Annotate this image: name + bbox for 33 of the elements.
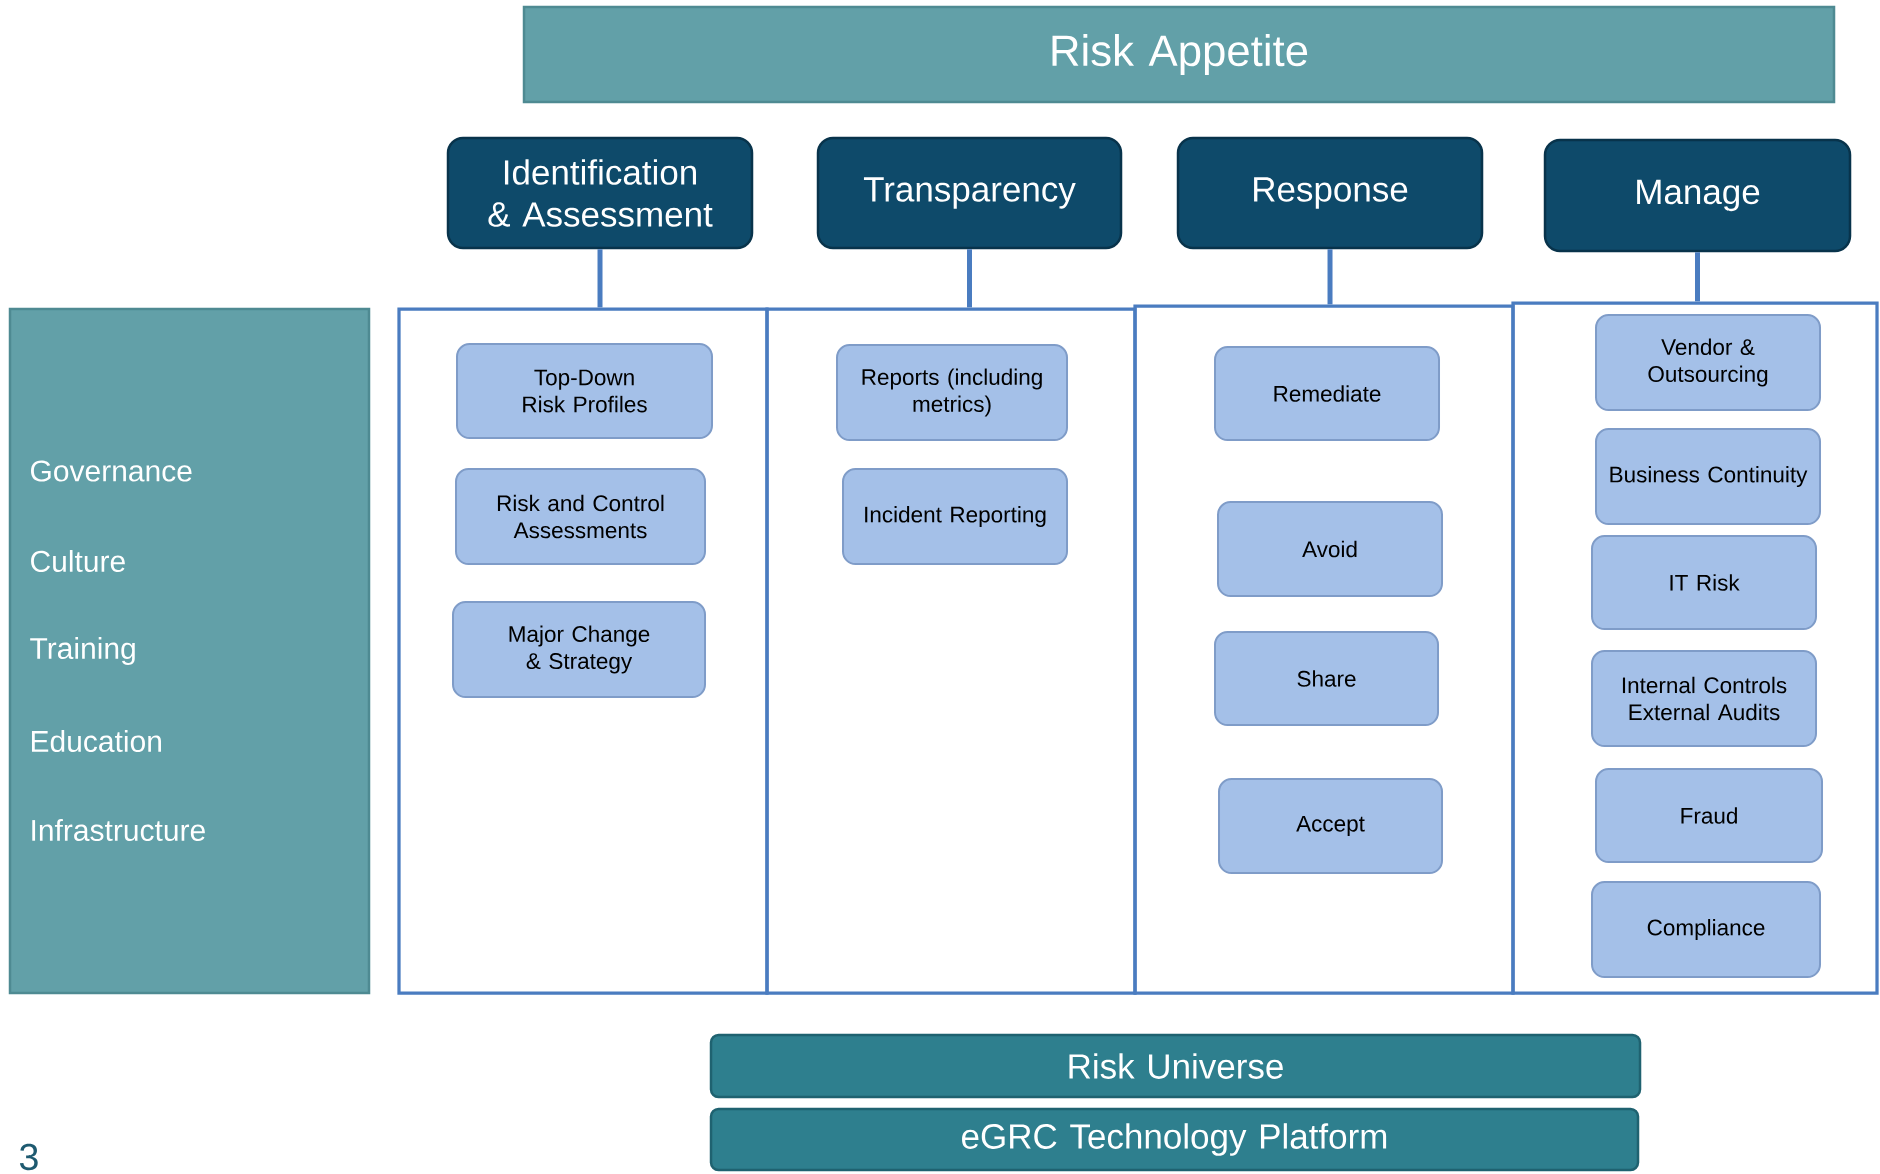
topic-box: Share	[1214, 631, 1439, 726]
topic-box: Internal Controls External Audits	[1591, 650, 1817, 747]
topic-box: Remediate	[1214, 346, 1440, 441]
topic-box: Incident Reporting	[842, 468, 1068, 565]
topic-box: Avoid	[1217, 501, 1443, 597]
panel-label: Training	[30, 637, 135, 665]
title-band: Risk Appetite	[522, 5, 1836, 104]
foundation-band: eGRC Technology Platform	[709, 1107, 1640, 1172]
topic-box: Vendor & Outsourcing	[1595, 314, 1821, 411]
topic-box: Risk and Control Assessments	[455, 468, 706, 565]
connector-line	[1695, 252, 1700, 302]
connector-line	[597, 249, 603, 308]
foundation-band: Risk Universe	[709, 1033, 1642, 1099]
connector-line	[967, 249, 972, 308]
panel-label: Education	[32, 730, 161, 752]
category-header: Transparency	[816, 136, 1123, 250]
panel-label: Culture	[31, 550, 125, 572]
connector-line	[1327, 249, 1333, 305]
panel-label: Infrastructure	[32, 819, 205, 841]
topic-box: Fraud	[1595, 768, 1823, 863]
topic-box: Accept	[1218, 778, 1443, 874]
topic-box: Compliance	[1591, 881, 1821, 978]
topic-box: Reports (including metrics)	[836, 344, 1068, 441]
category-header: Identification & Assessment	[446, 136, 754, 250]
topic-box: Major Change & Strategy	[452, 601, 706, 698]
panel-label: Governance	[31, 460, 192, 482]
topic-box: IT Risk	[1591, 535, 1817, 630]
category-header: Manage	[1543, 138, 1852, 253]
column-frame	[1511, 301, 1879, 995]
topic-box: Business Continuity	[1595, 428, 1821, 525]
page-number: 3	[19, 1143, 38, 1171]
topic-box: Top-Down Risk Profiles	[456, 343, 713, 439]
category-header: Response	[1176, 136, 1484, 250]
